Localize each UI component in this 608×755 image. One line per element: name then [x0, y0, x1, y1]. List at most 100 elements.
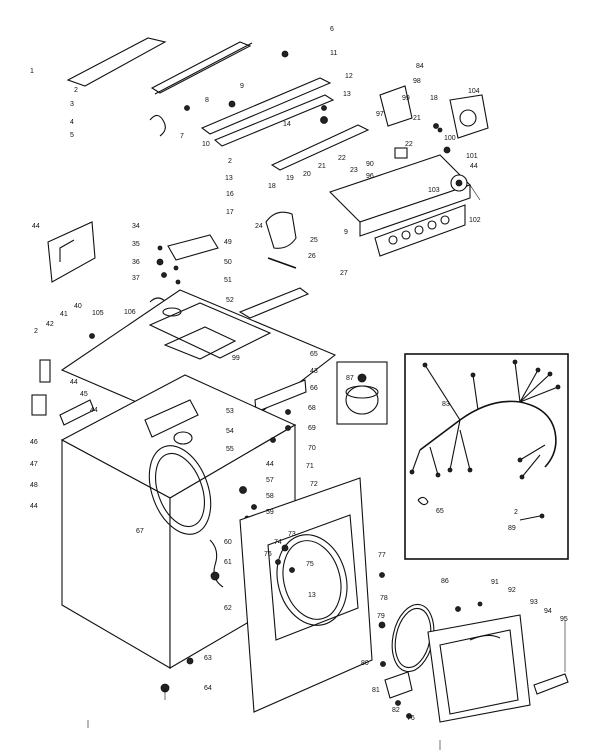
callout-74: 74	[274, 539, 282, 546]
callout-64b: 64	[204, 685, 212, 692]
callout-66: 66	[310, 385, 318, 392]
callout-87: 87	[346, 375, 354, 382]
callout-83: 83	[442, 401, 450, 408]
callout-18: 18	[268, 183, 276, 190]
callout-95: 95	[560, 616, 568, 623]
callout-84: 84	[416, 63, 424, 70]
callout-47: 47	[30, 461, 38, 468]
left-mid-parts	[47, 211, 310, 339]
callout-101: 101	[466, 153, 478, 160]
callout-5: 5	[70, 132, 74, 139]
callout-2b: 2	[228, 158, 232, 165]
callout-106: 106	[124, 309, 136, 316]
callout-34: 34	[132, 223, 140, 230]
callout-48: 48	[30, 482, 38, 489]
callout-22: 22	[338, 155, 346, 162]
callout-9b: 9	[344, 229, 348, 236]
callout-12: 12	[345, 73, 353, 80]
callout-18b: 18	[430, 95, 438, 102]
callout-16: 16	[226, 191, 234, 198]
callout-19: 19	[286, 175, 294, 182]
callout-76: 76	[264, 551, 272, 558]
callout-102: 102	[469, 217, 481, 224]
callout-76b: 76	[407, 715, 415, 722]
callout-61: 61	[224, 559, 232, 566]
callout-21b: 21	[413, 115, 421, 122]
callout-73: 73	[288, 531, 296, 538]
callout-10: 10	[202, 141, 210, 148]
callout-60: 60	[224, 539, 232, 546]
callout-53: 53	[226, 408, 234, 415]
callout-90: 90	[366, 161, 374, 168]
callout-86: 86	[441, 578, 449, 585]
callout-20: 20	[303, 171, 311, 178]
callout-55: 55	[226, 446, 234, 453]
part-number-labels: 1 2 3 4 5 6 7 8 9 10 11 12 13 13 13 14 1…	[30, 26, 568, 722]
callout-41: 41	[60, 311, 68, 318]
callout-103: 103	[428, 187, 440, 194]
callout-65b: 65	[436, 508, 444, 515]
door-parts	[378, 601, 569, 723]
callout-44f: 44	[470, 163, 478, 170]
callout-71: 71	[306, 463, 314, 470]
callout-3: 3	[70, 101, 74, 108]
callout-17: 17	[226, 209, 234, 216]
callout-25: 25	[310, 237, 318, 244]
callout-44: 44	[32, 223, 40, 230]
callout-44c: 44	[70, 379, 78, 386]
cabinet-assembly	[31, 289, 337, 700]
wire-harness-inset	[404, 353, 569, 560]
callout-62: 62	[224, 605, 232, 612]
callout-2c: 2	[34, 328, 38, 335]
callout-6: 6	[330, 26, 334, 33]
callout-65: 65	[310, 351, 318, 358]
callout-72: 72	[310, 481, 318, 488]
callout-23: 23	[350, 167, 358, 174]
callout-1: 1	[30, 68, 34, 75]
callout-54: 54	[226, 428, 234, 435]
control-panel-parts	[328, 85, 489, 257]
callout-13b: 13	[225, 175, 233, 182]
callout-42: 42	[46, 321, 54, 328]
callout-59: 59	[266, 509, 274, 516]
callout-45: 45	[80, 391, 88, 398]
callout-51: 51	[224, 277, 232, 284]
callout-99: 99	[402, 95, 410, 102]
callout-49: 49	[224, 239, 232, 246]
callout-4: 4	[70, 119, 74, 126]
callout-100: 100	[444, 135, 456, 142]
callout-11: 11	[330, 50, 337, 57]
callout-39: 99	[232, 355, 240, 362]
callout-24: 24	[255, 223, 263, 230]
callout-98: 98	[413, 78, 421, 85]
callout-68: 68	[308, 405, 316, 412]
callout-8: 8	[205, 97, 209, 104]
callout-14: 14	[283, 121, 291, 128]
callout-81: 81	[372, 687, 380, 694]
callout-70: 70	[308, 445, 316, 452]
pump-assembly	[285, 361, 388, 431]
callout-58: 58	[266, 493, 274, 500]
callout-9: 9	[240, 83, 244, 90]
callout-27: 27	[340, 270, 348, 277]
callout-97: 97	[376, 111, 384, 118]
callout-44d: 44	[90, 407, 98, 414]
callout-2: 2	[74, 87, 78, 94]
callout-69: 69	[308, 425, 316, 432]
callout-75: 75	[306, 561, 314, 568]
callout-78: 78	[380, 595, 388, 602]
callout-92: 92	[508, 587, 516, 594]
callout-91: 91	[491, 579, 499, 586]
callout-44b: 44	[266, 461, 274, 468]
callout-79: 79	[377, 613, 385, 620]
callout-96: 96	[366, 173, 374, 180]
callout-43: 43	[310, 368, 318, 375]
callout-67: 67	[136, 528, 144, 535]
callout-13c: 13	[308, 592, 316, 599]
callout-63: 63	[204, 655, 212, 662]
top-trim-parts	[66, 37, 370, 171]
callout-82: 82	[392, 707, 400, 714]
callout-2d: 2	[514, 509, 518, 516]
callout-46: 46	[30, 439, 38, 446]
